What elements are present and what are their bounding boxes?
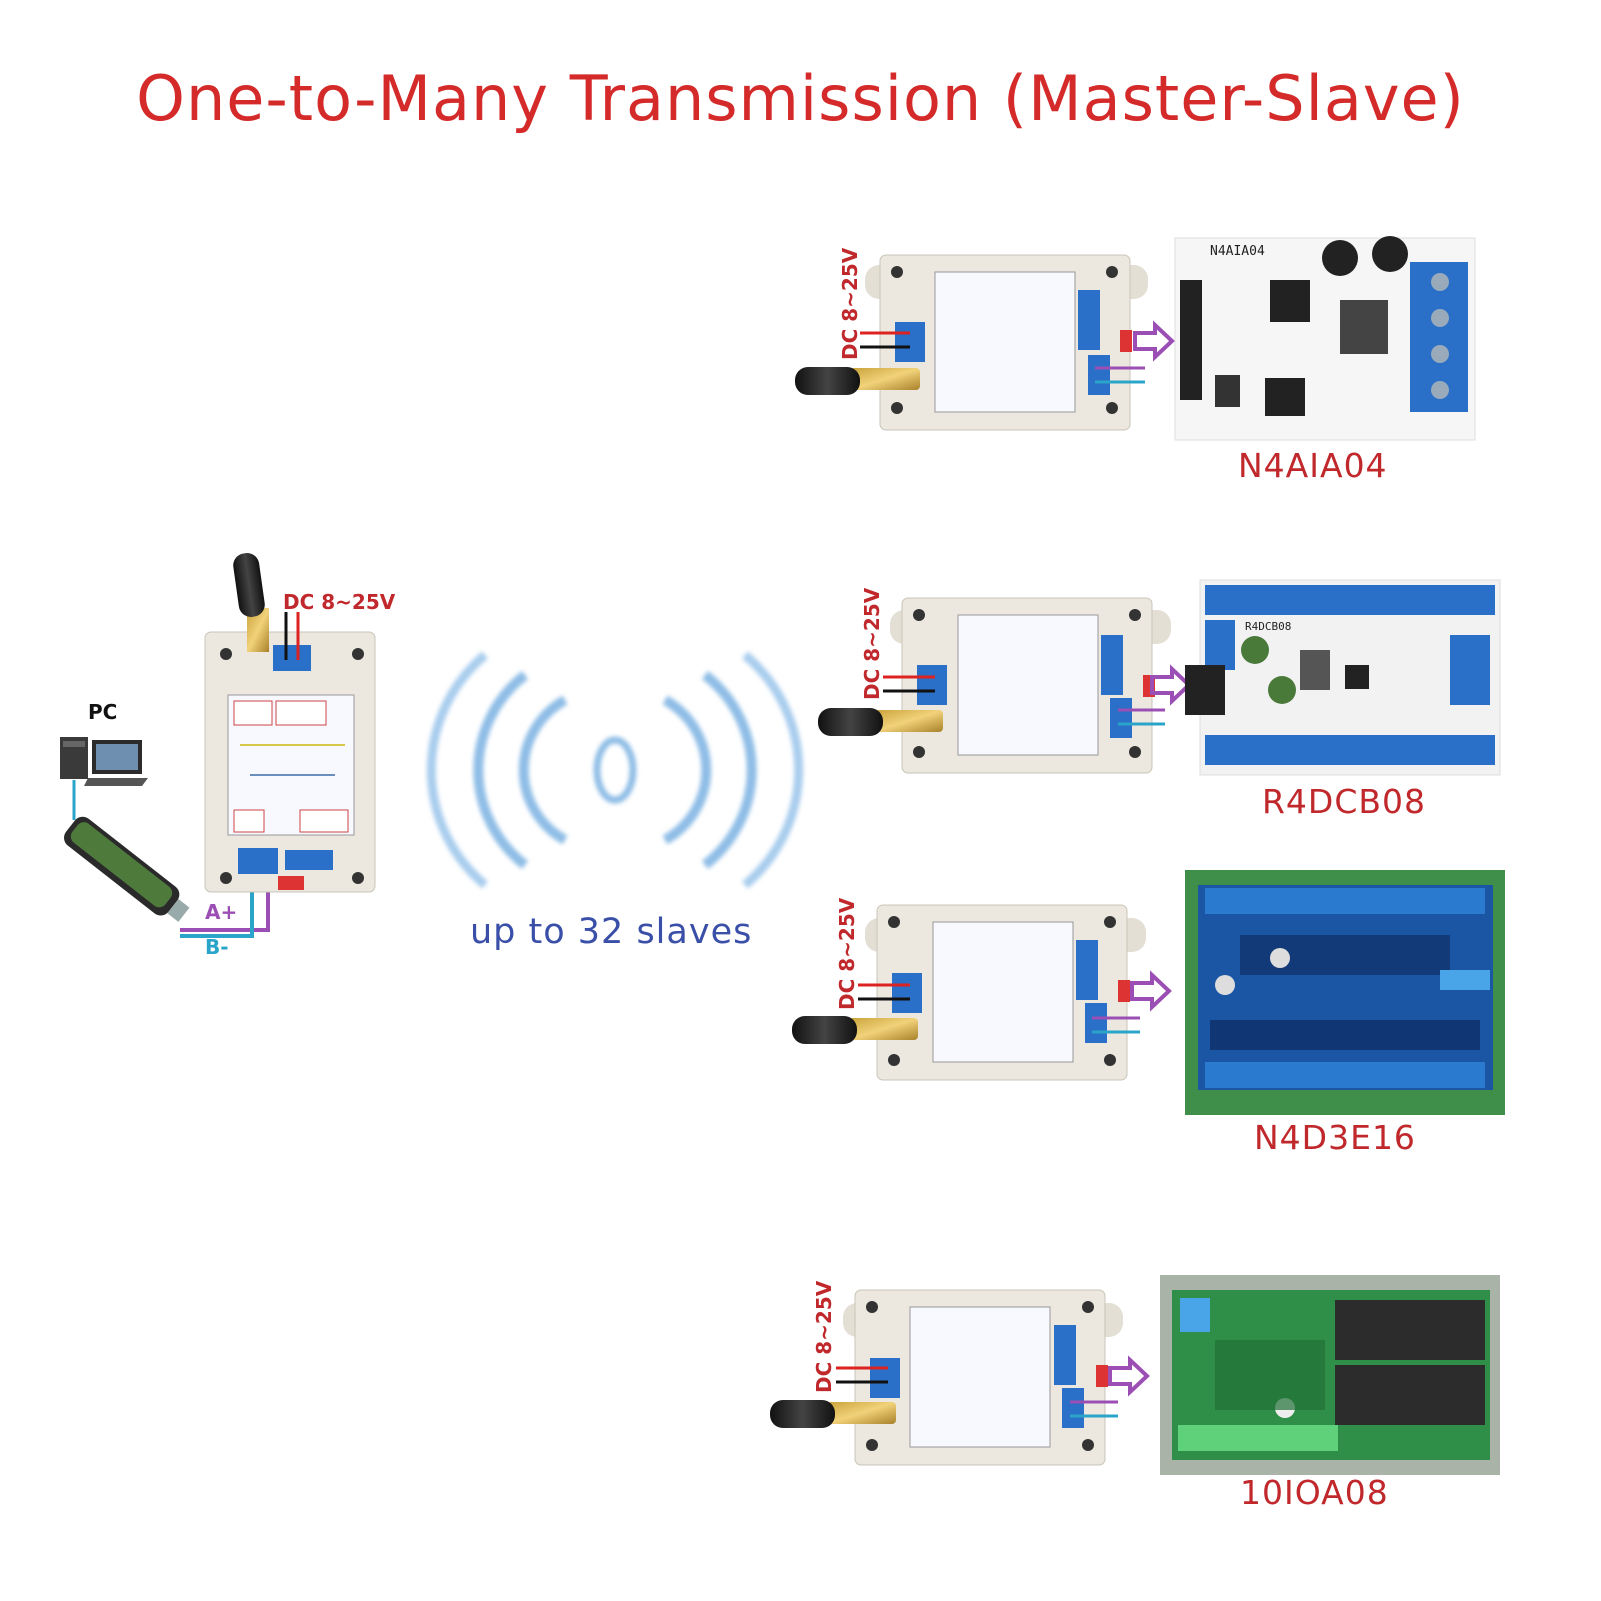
wireless-waves-icon (426, 651, 804, 889)
slave-4-power-label: DC 8~25V (812, 1280, 836, 1393)
module-label-n4d3e16: N4D3E16 (1254, 1118, 1416, 1157)
arrow-icon-3 (1130, 970, 1172, 1012)
arrow-icon-2 (1150, 664, 1192, 706)
pc-icon (60, 737, 148, 786)
board-silk-r4dcb08: R4DCB08 (1245, 620, 1292, 633)
module-label-10ioa08: 10IOA08 (1240, 1473, 1389, 1512)
board-r4dcb08 (1185, 579, 1501, 776)
wire-a-label: A+ (205, 900, 238, 924)
slaves-caption: up to 32 slaves (470, 912, 753, 952)
slave-2-power-label: DC 8~25V (860, 587, 884, 700)
module-label-n4aia04: N4AIA04 (1238, 446, 1388, 485)
usb-converter (64, 816, 190, 922)
arrow-icon-4 (1108, 1355, 1150, 1397)
board-n4d3e16 (1185, 870, 1505, 1115)
board-n4aia04 (1174, 236, 1476, 441)
slave-device-1 (795, 254, 1148, 431)
pc-label: PC (88, 700, 118, 724)
module-label-r4dcb08: R4DCB08 (1262, 782, 1427, 821)
slave-1-power-label: DC 8~25V (838, 247, 862, 360)
master-power-label: DC 8~25V (283, 590, 396, 614)
arrow-icon-1 (1133, 320, 1175, 362)
slave-device-3 (792, 904, 1146, 1081)
wire-b-label: B- (205, 935, 229, 959)
board-silk-n4aia04: N4AIA04 (1210, 244, 1265, 259)
board-10ioa08 (1160, 1275, 1500, 1475)
master-device (204, 553, 376, 893)
slave-device-2 (818, 597, 1171, 774)
slave-3-power-label: DC 8~25V (835, 897, 859, 1010)
diagram-title: One-to-Many Transmission (Master-Slave) (136, 62, 1465, 135)
slave-device-4 (770, 1289, 1123, 1466)
